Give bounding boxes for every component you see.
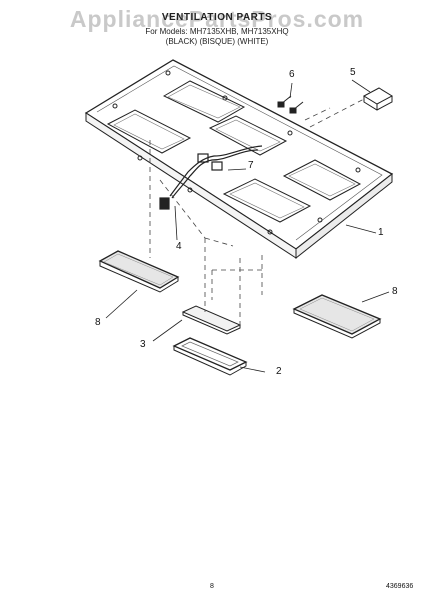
callout-4: 4 xyxy=(176,241,182,252)
finish-line: (BLACK) (BISQUE) (WHITE) xyxy=(165,37,269,46)
filter-right-part-8 xyxy=(292,294,382,339)
mounting-plate-part-1 xyxy=(84,59,394,260)
figure-code: 4369636 xyxy=(386,583,414,590)
callout-8-left: 8 xyxy=(95,317,101,328)
diagram-title: VENTILATION PARTS xyxy=(161,12,273,23)
callout-5: 5 xyxy=(350,67,356,78)
wire-harness-part-7 xyxy=(159,145,263,210)
callout-2: 2 xyxy=(276,366,282,377)
models-line: For Models: MH7135XHB, MH7135XHQ xyxy=(145,27,289,36)
callout-leader-lines xyxy=(105,79,390,373)
callout-8-right: 8 xyxy=(392,286,398,297)
screws-part-6 xyxy=(277,95,304,114)
watermark: AppliancePartsPros.com xyxy=(69,6,365,32)
callout-1: 1 xyxy=(378,227,384,238)
callout-7: 7 xyxy=(248,160,254,171)
page-number: 8 xyxy=(210,583,214,590)
light-housing-part-2 xyxy=(172,337,248,376)
filter-left-part-8 xyxy=(98,250,180,293)
lens-part-3 xyxy=(181,305,242,335)
assembly-guide-lines xyxy=(149,98,365,330)
callout-6: 6 xyxy=(289,69,295,80)
bracket-clip-part-5 xyxy=(362,87,394,111)
callout-3: 3 xyxy=(140,339,146,350)
